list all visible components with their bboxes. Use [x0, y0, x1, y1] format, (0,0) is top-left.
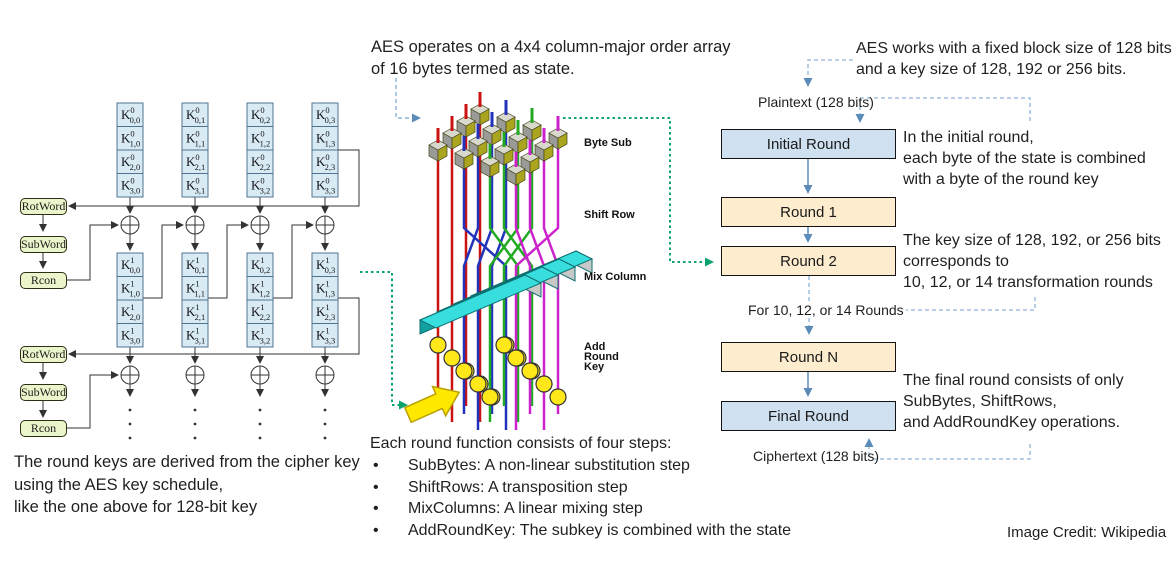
svg-text:K02,1: K02,1: [186, 152, 205, 172]
svg-text:K01,3: K01,3: [316, 129, 335, 149]
aes-state-3d-art: [403, 92, 594, 430]
svg-text:K10,3: K10,3: [316, 255, 335, 275]
rotword-box-1: RotWord: [20, 198, 67, 215]
image-credit: Image Credit: Wikipedia: [1007, 524, 1167, 541]
svg-text:K13,2: K13,2: [251, 326, 270, 346]
svg-text:K11,3: K11,3: [316, 279, 335, 299]
subword-box-2: SubWord: [20, 384, 67, 401]
green-dotted-connectors: [360, 117, 714, 410]
svg-text:K12,3: K12,3: [316, 302, 335, 322]
flow-box-round-1: Round 1: [721, 197, 896, 227]
svg-text:K13,1: K13,1: [186, 326, 205, 346]
svg-text:K11,2: K11,2: [251, 279, 270, 299]
svg-text:K10,0: K10,0: [121, 255, 140, 275]
flow-box-round-n: Round N: [721, 342, 896, 372]
rcon-box-2: Rcon: [20, 420, 67, 437]
step-label-shiftrow: Shift Row: [584, 209, 635, 221]
svg-text:K13,3: K13,3: [316, 326, 335, 346]
svg-text:K03,2: K03,2: [251, 176, 270, 196]
svg-text:K00,2: K00,2: [251, 105, 270, 125]
step-label-mixcolumn: Mix Column: [584, 271, 647, 283]
svg-text:K03,3: K03,3: [316, 176, 335, 196]
svg-text:K10,1: K10,1: [186, 255, 205, 275]
xor-nodes: [120, 215, 335, 385]
plaintext-label: Plaintext (128 bits): [758, 94, 874, 110]
rcon-box-1: Rcon: [20, 272, 67, 289]
note-initial-round: In the initial round,each byte of the st…: [903, 129, 1146, 188]
subword-box-1: SubWord: [20, 236, 67, 253]
flow-box-initial-round: Initial Round: [721, 129, 896, 159]
svg-text:K00,3: K00,3: [316, 105, 335, 125]
loop-count-label: For 10, 12, or 14 Rounds: [746, 302, 906, 318]
state-heading: AES operates on a 4x4 column-major order…: [371, 38, 731, 78]
svg-text:K13,0: K13,0: [121, 326, 140, 346]
svg-text:K12,0: K12,0: [121, 302, 140, 322]
svg-text:K11,1: K11,1: [186, 279, 205, 299]
svg-text:K02,2: K02,2: [251, 152, 270, 172]
key-schedule-caption: The round keys are derived from the ciph…: [14, 453, 360, 516]
round-steps-heading: Each round function consists of four ste…: [370, 435, 672, 452]
aes-intro-note: AES works with a fixed block size of 128…: [856, 40, 1172, 78]
svg-text:K10,2: K10,2: [251, 255, 270, 275]
rotword-box-2: RotWord: [20, 346, 67, 363]
svg-text:K11,0: K11,0: [121, 279, 140, 299]
svg-text:K01,2: K01,2: [251, 129, 270, 149]
svg-text:K02,3: K02,3: [316, 152, 335, 172]
svg-text:K00,0: K00,0: [121, 105, 140, 125]
svg-text:K00,1: K00,1: [186, 105, 205, 125]
heading-to-state-connector: [395, 78, 421, 123]
svg-text:K03,1: K03,1: [186, 176, 205, 196]
svg-text:K02,0: K02,0: [121, 152, 140, 172]
flow-box-final-round: Final Round: [721, 401, 896, 431]
flow-box-round-2: Round 2: [721, 246, 896, 276]
key-schedule-wiring: [39, 149, 360, 429]
round-steps-list: SubBytes: A non-linear substitution step…: [370, 455, 791, 541]
svg-text:K01,1: K01,1: [186, 129, 205, 149]
step-label-bytesub: Byte Sub: [584, 137, 632, 149]
continuation-dots: [128, 408, 327, 440]
ciphertext-label: Ciphertext (128 bits): [753, 448, 880, 464]
svg-text:K12,2: K12,2: [251, 302, 270, 322]
svg-text:K12,1: K12,1: [186, 302, 205, 322]
svg-text:K03,0: K03,0: [121, 176, 140, 196]
svg-text:K01,0: K01,0: [121, 129, 140, 149]
